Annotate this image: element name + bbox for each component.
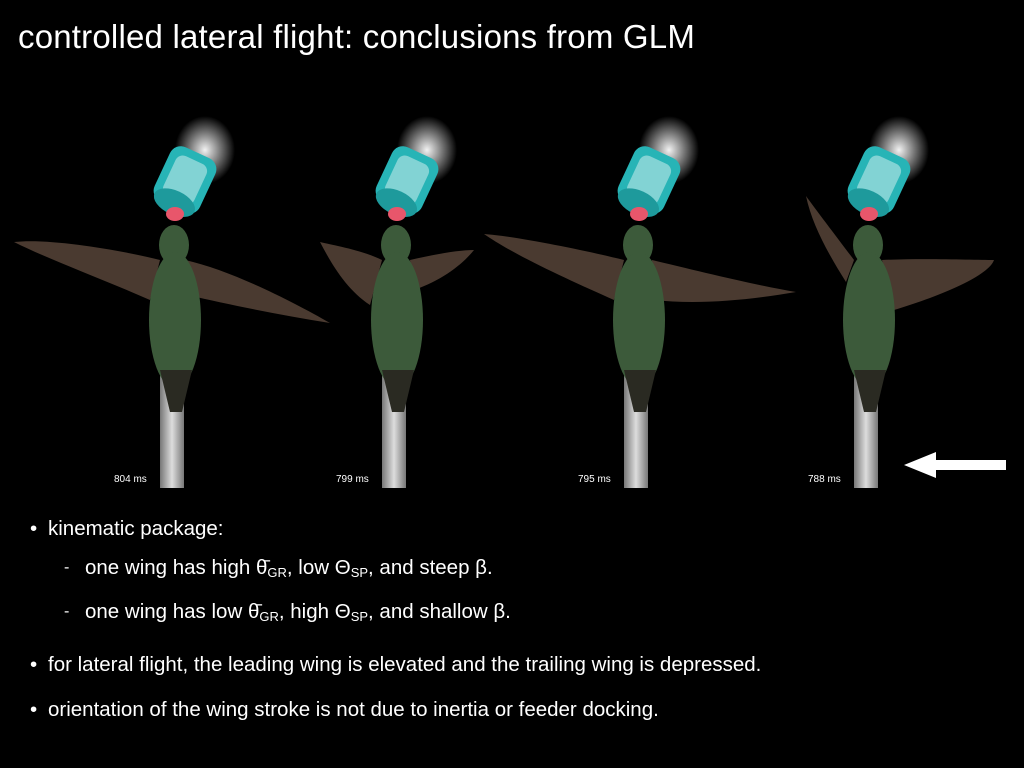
hummingbird-image bbox=[14, 116, 330, 488]
sub-bullet-dash: - bbox=[64, 603, 70, 620]
bullet-dot: • bbox=[30, 698, 38, 721]
sub-bullet-item: - one wing has high θ̄GR, low ΘSP, and s… bbox=[64, 556, 493, 580]
hummingbird-image bbox=[484, 116, 796, 488]
hummingbird-image bbox=[806, 116, 994, 488]
sub-bullet-item: - one wing has low θ̄GR, high ΘSP, and s… bbox=[64, 600, 511, 624]
bullet-dot: • bbox=[30, 653, 38, 676]
slide-title: controlled lateral flight: conclusions f… bbox=[18, 18, 696, 55]
hummingbird-image bbox=[320, 116, 474, 488]
frame-time-label: 804 ms bbox=[114, 474, 147, 485]
video-frame-1: 804 ms bbox=[10, 110, 330, 488]
video-frame-4: 788 ms bbox=[704, 110, 1024, 488]
bullet-text: kinematic package: bbox=[48, 517, 224, 540]
bullet-dot: • bbox=[30, 517, 38, 540]
sub-bullet-dash: - bbox=[64, 559, 70, 576]
bullet-item: • for lateral flight, the leading wing i… bbox=[30, 651, 1010, 679]
frame-strip: 804 ms bbox=[0, 100, 1024, 490]
video-frame-3: 795 ms bbox=[474, 110, 796, 488]
bullet-item: • orientation of the wing stroke is not … bbox=[30, 696, 1010, 724]
bullet-text: orientation of the wing stroke is not du… bbox=[48, 698, 659, 721]
left-arrow-icon bbox=[904, 452, 1006, 478]
frame-time-label: 799 ms bbox=[336, 474, 369, 485]
bullet-text: for lateral flight, the leading wing is … bbox=[48, 653, 762, 676]
video-frame-2: 799 ms bbox=[232, 110, 552, 488]
frame-time-label: 795 ms bbox=[578, 474, 611, 485]
bullet-list: • kinematic package: - one wing has high… bbox=[30, 515, 1010, 724]
frame-time-label: 788 ms bbox=[808, 474, 841, 485]
bullet-item: • kinematic package: bbox=[30, 515, 1010, 543]
